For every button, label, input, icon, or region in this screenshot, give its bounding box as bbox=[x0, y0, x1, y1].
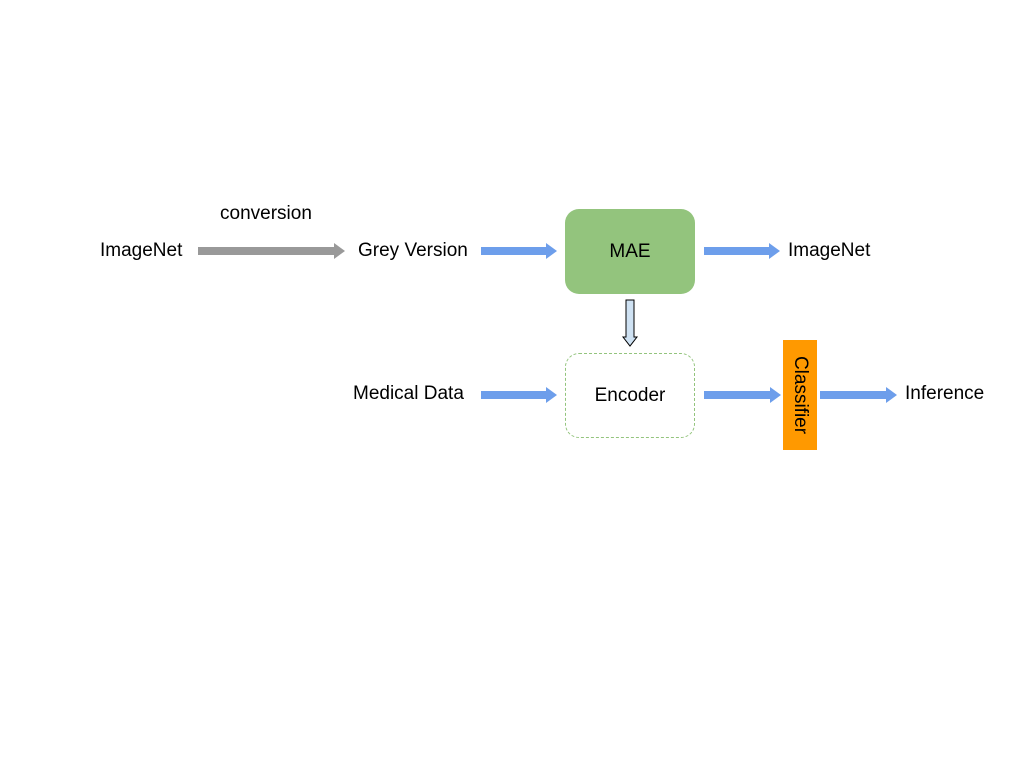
encoder-node: Encoder bbox=[565, 353, 695, 438]
imagenet-source-label: ImageNet bbox=[100, 240, 183, 261]
medical-to-encoder-arrow bbox=[481, 387, 557, 403]
medical-data-label: Medical Data bbox=[353, 383, 464, 404]
conversion-label: conversion bbox=[220, 203, 312, 224]
grey-version-label: Grey Version bbox=[358, 240, 468, 261]
encoder-to-classifier-arrow bbox=[704, 387, 781, 403]
encoder-label: Encoder bbox=[594, 384, 666, 406]
mae-label: MAE bbox=[609, 240, 651, 262]
mae-node: MAE bbox=[565, 209, 695, 294]
classifier-to-inference-arrow bbox=[820, 387, 897, 403]
grey-to-mae-arrow bbox=[481, 243, 557, 259]
imagenet-output-label: ImageNet bbox=[788, 240, 871, 261]
mae-to-imagenet-arrow bbox=[704, 243, 780, 259]
conversion-arrow bbox=[198, 243, 345, 259]
classifier-node: Classifier bbox=[783, 340, 817, 450]
classifier-label: Classifier bbox=[790, 355, 811, 435]
inference-label: Inference bbox=[905, 383, 985, 404]
mae-to-encoder-arrow bbox=[621, 299, 639, 347]
